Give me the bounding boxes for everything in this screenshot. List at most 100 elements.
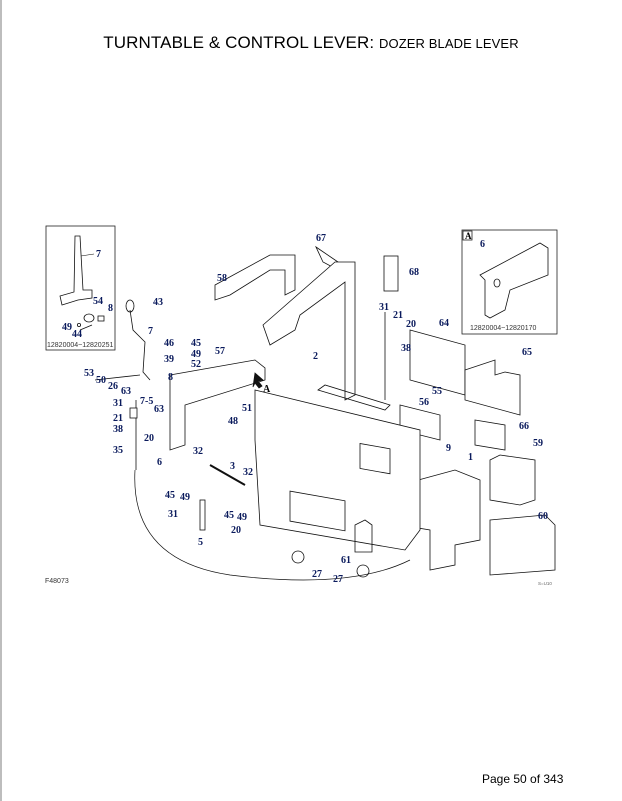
drawing-code: S=U10 xyxy=(538,581,552,586)
part-label-68: 68 xyxy=(409,267,419,278)
part-label-31: 31 xyxy=(379,302,389,313)
pad-58 xyxy=(214,254,296,301)
part-label-55: 55 xyxy=(432,386,442,397)
spring-27 xyxy=(356,564,370,578)
part-label-63: 63 xyxy=(154,404,164,415)
part-label-46: 46 xyxy=(164,338,174,349)
shaft-3 xyxy=(209,464,246,486)
part-label-27: 27 xyxy=(312,569,322,580)
part-label-67: 67 xyxy=(316,233,326,244)
bracket-hole xyxy=(493,278,501,288)
part-label-20: 20 xyxy=(406,319,416,330)
part-label-49: 49 xyxy=(191,349,201,360)
part-label-1: 1 xyxy=(468,452,473,463)
part-label-39: 39 xyxy=(164,354,174,365)
pad-60 xyxy=(489,514,556,576)
part-label-5: 5 xyxy=(198,537,203,548)
right-inset-a: A 6 12820004~12820170 xyxy=(461,229,558,335)
part-label-21: 21 xyxy=(113,413,123,424)
lever-7 xyxy=(129,309,151,381)
pad-65 xyxy=(464,359,521,416)
part-label: 7 xyxy=(96,249,101,260)
part-label-57: 57 xyxy=(215,346,225,357)
view-label: A xyxy=(263,384,271,395)
part-label-38: 38 xyxy=(113,424,123,435)
pad-68 xyxy=(383,255,399,292)
part-label-8: 8 xyxy=(168,372,173,383)
part-label-2: 2 xyxy=(313,351,318,362)
bushing-54 xyxy=(83,313,95,323)
part-label: 44 xyxy=(72,329,82,340)
part-label-3: 3 xyxy=(230,461,235,472)
part-label: 49 xyxy=(62,322,72,333)
part-label-31: 31 xyxy=(113,398,123,409)
left-inset: 12820004~12820251 7 54 8 49 44 xyxy=(45,225,116,351)
part-label-38: 38 xyxy=(401,343,411,354)
part-label-52: 52 xyxy=(191,359,201,370)
control-cable xyxy=(134,469,411,581)
inset-tag: A xyxy=(465,231,472,241)
part-label: 6 xyxy=(480,239,485,250)
lever-linkage xyxy=(94,299,386,531)
pad-59 xyxy=(489,454,536,506)
inset-tag-box xyxy=(462,230,473,241)
bracket-6 xyxy=(169,359,266,451)
part-label-9: 9 xyxy=(446,443,451,454)
part-label-43: 43 xyxy=(153,297,163,308)
part-label-26: 26 xyxy=(108,381,118,392)
left-inset-serial: 12820004~12820251 xyxy=(47,342,113,349)
part-label: 8 xyxy=(108,303,113,314)
figure-id: F48073 xyxy=(45,578,69,585)
bracket-6-inset xyxy=(479,242,549,319)
page-title: TURNTABLE & CONTROL LEVER: DOZER BLADE L… xyxy=(0,33,622,53)
part-label-7-5: 7-5 xyxy=(140,396,153,407)
panel-cutout xyxy=(289,490,346,532)
washer-49 xyxy=(77,322,82,327)
page-number: Page 50 of 343 xyxy=(482,772,564,786)
clevis-21 xyxy=(129,407,138,419)
part-label-51: 51 xyxy=(242,403,252,414)
link-5 xyxy=(199,499,206,531)
part-label-60: 60 xyxy=(538,511,548,522)
spring-61 xyxy=(354,519,373,553)
part-label-20: 20 xyxy=(144,433,154,444)
pad-66 xyxy=(474,419,506,451)
title-sub: DOZER BLADE LEVER xyxy=(379,36,519,51)
part-label-49: 49 xyxy=(237,512,247,523)
part-label-27: 27 xyxy=(333,574,343,585)
part-labels: 67 68 58 31 21 20 38 2 64 65 55 56 9 66 … xyxy=(84,233,548,585)
stand-base xyxy=(317,384,391,411)
view-arrow-icon xyxy=(252,372,264,389)
part-label-53: 53 xyxy=(84,368,94,379)
page-edge xyxy=(0,0,2,801)
spring-27 xyxy=(291,550,305,564)
part-label-32: 32 xyxy=(243,467,253,478)
part-label-6: 6 xyxy=(157,457,162,468)
lever-7-inset xyxy=(59,235,93,306)
part-label-64: 64 xyxy=(439,318,449,329)
part-label-56: 56 xyxy=(419,397,429,408)
main-assembly xyxy=(134,245,556,581)
part-label-65: 65 xyxy=(522,347,532,358)
part-label-31: 31 xyxy=(168,509,178,520)
part-label-21: 21 xyxy=(393,310,403,321)
part-label-61: 61 xyxy=(341,555,351,566)
part-label-20: 20 xyxy=(231,525,241,536)
part-label-45: 45 xyxy=(165,490,175,501)
part-label-48: 48 xyxy=(228,416,238,427)
panel-cutout xyxy=(359,443,391,475)
part-label-45: 45 xyxy=(224,510,234,521)
part-label-49: 49 xyxy=(180,492,190,503)
title-main: TURNTABLE & CONTROL LEVER: xyxy=(103,33,375,52)
main-panel xyxy=(254,389,421,551)
right-inset-serial: 12820004~12820170 xyxy=(470,325,536,332)
part-label-35: 35 xyxy=(113,445,123,456)
lever-stand-2 xyxy=(262,261,356,401)
part-label-58: 58 xyxy=(217,273,227,284)
part-label-66: 66 xyxy=(519,421,529,432)
collar-8 xyxy=(97,315,105,322)
part-label-63: 63 xyxy=(121,386,131,397)
part-label-59: 59 xyxy=(533,438,543,449)
part-label-50: 50 xyxy=(96,375,106,386)
